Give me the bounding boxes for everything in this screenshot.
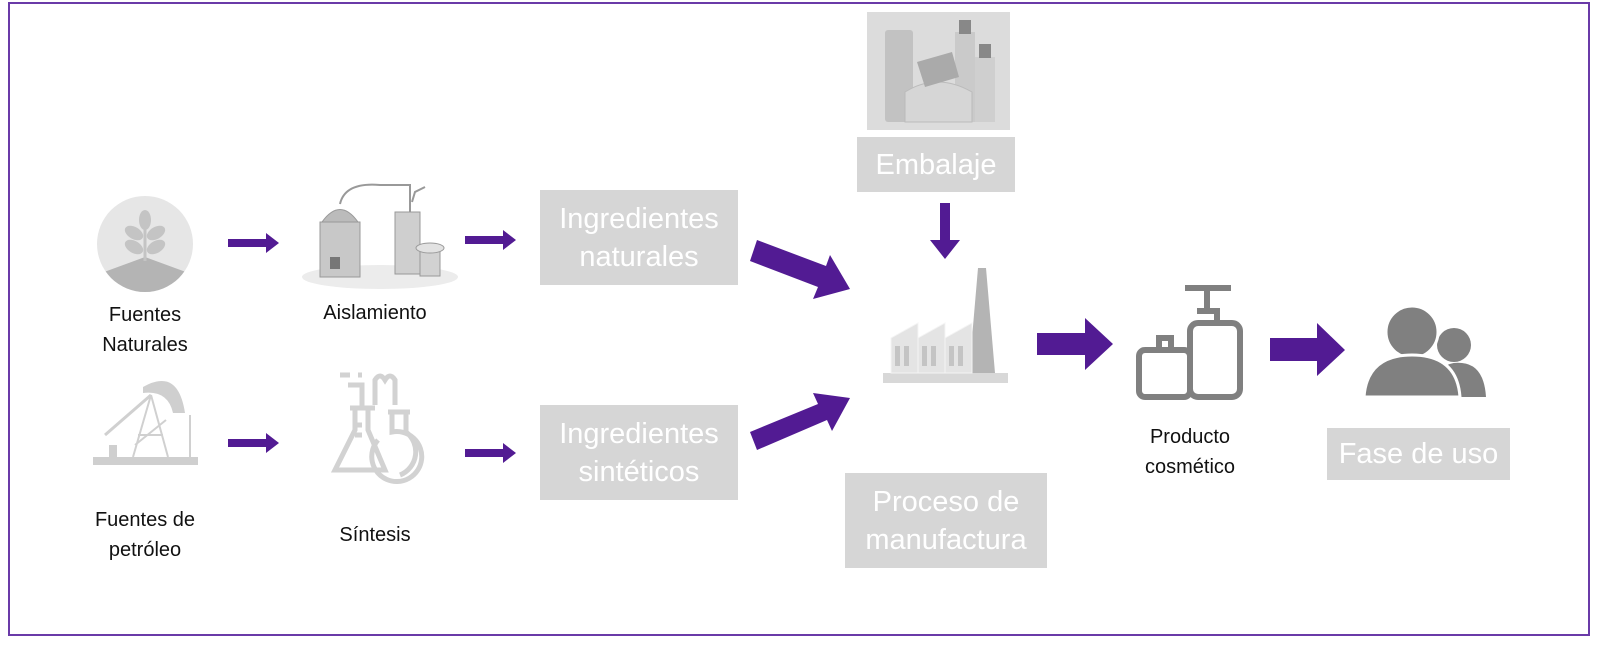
natural-sources-line2: Naturales [102,334,188,356]
isolation-label: Aislamiento [323,302,427,324]
arrow-synthetic-ingredients-to-manufacturing [750,393,850,450]
synthetic-ingredients-line1: Ingredientes [559,417,719,450]
use-phase-box: Fase de uso [1327,428,1510,480]
packaging-box: Embalaje [857,137,1015,192]
arrow-natural-to-isolation [228,233,279,253]
product-line1: Producto [1149,426,1231,448]
arrow-manufacturing-to-product [1037,318,1113,370]
plant-icon [97,196,193,292]
petroleum-sources-label: Fuentes de petróleo [55,505,235,565]
users-icon [1362,304,1486,399]
manufacturing-line1: Proceso de [872,485,1020,518]
distillation-apparatus-icon [302,183,458,289]
synthetic-ingredients-line2: sintéticos [578,455,700,488]
petroleum-sources-line2: petróleo [108,539,182,561]
petroleum-sources-line1: Fuentes de [94,509,196,531]
flask-icon [330,372,425,485]
factory-icon [883,268,1008,383]
bottles-icon [1136,285,1243,400]
product-line2: cosmético [1144,456,1236,478]
product-label: Producto cosmético [1105,422,1275,482]
arrow-packaging-to-manufacturing [930,203,960,259]
arrow-natural-ingredients-to-manufacturing [750,240,850,299]
manufacturing-line2: manufactura [865,523,1027,556]
diagram-frame [8,2,1590,636]
natural-sources-line1: Fuentes [108,304,182,326]
arrow-product-to-use-phase [1270,323,1345,376]
synthetic-ingredients-box: Ingredientes sintéticos [540,405,738,500]
arrow-isolation-to-natural-ingredients [465,230,516,250]
oil-pump-icon [93,380,198,465]
natural-ingredients-box: Ingredientes naturales [540,190,738,285]
natural-ingredients-line2: naturales [579,240,699,273]
synthesis-label: Síntesis [339,524,411,546]
arrow-petroleum-to-synthesis [228,433,279,453]
natural-ingredients-line1: Ingredientes [559,202,719,235]
arrow-synthesis-to-synthetic-ingredients [465,443,516,463]
natural-sources-label: Fuentes Naturales [60,300,230,360]
cosmetic-containers-image [867,12,1010,130]
manufacturing-box: Proceso de manufactura [845,473,1047,568]
